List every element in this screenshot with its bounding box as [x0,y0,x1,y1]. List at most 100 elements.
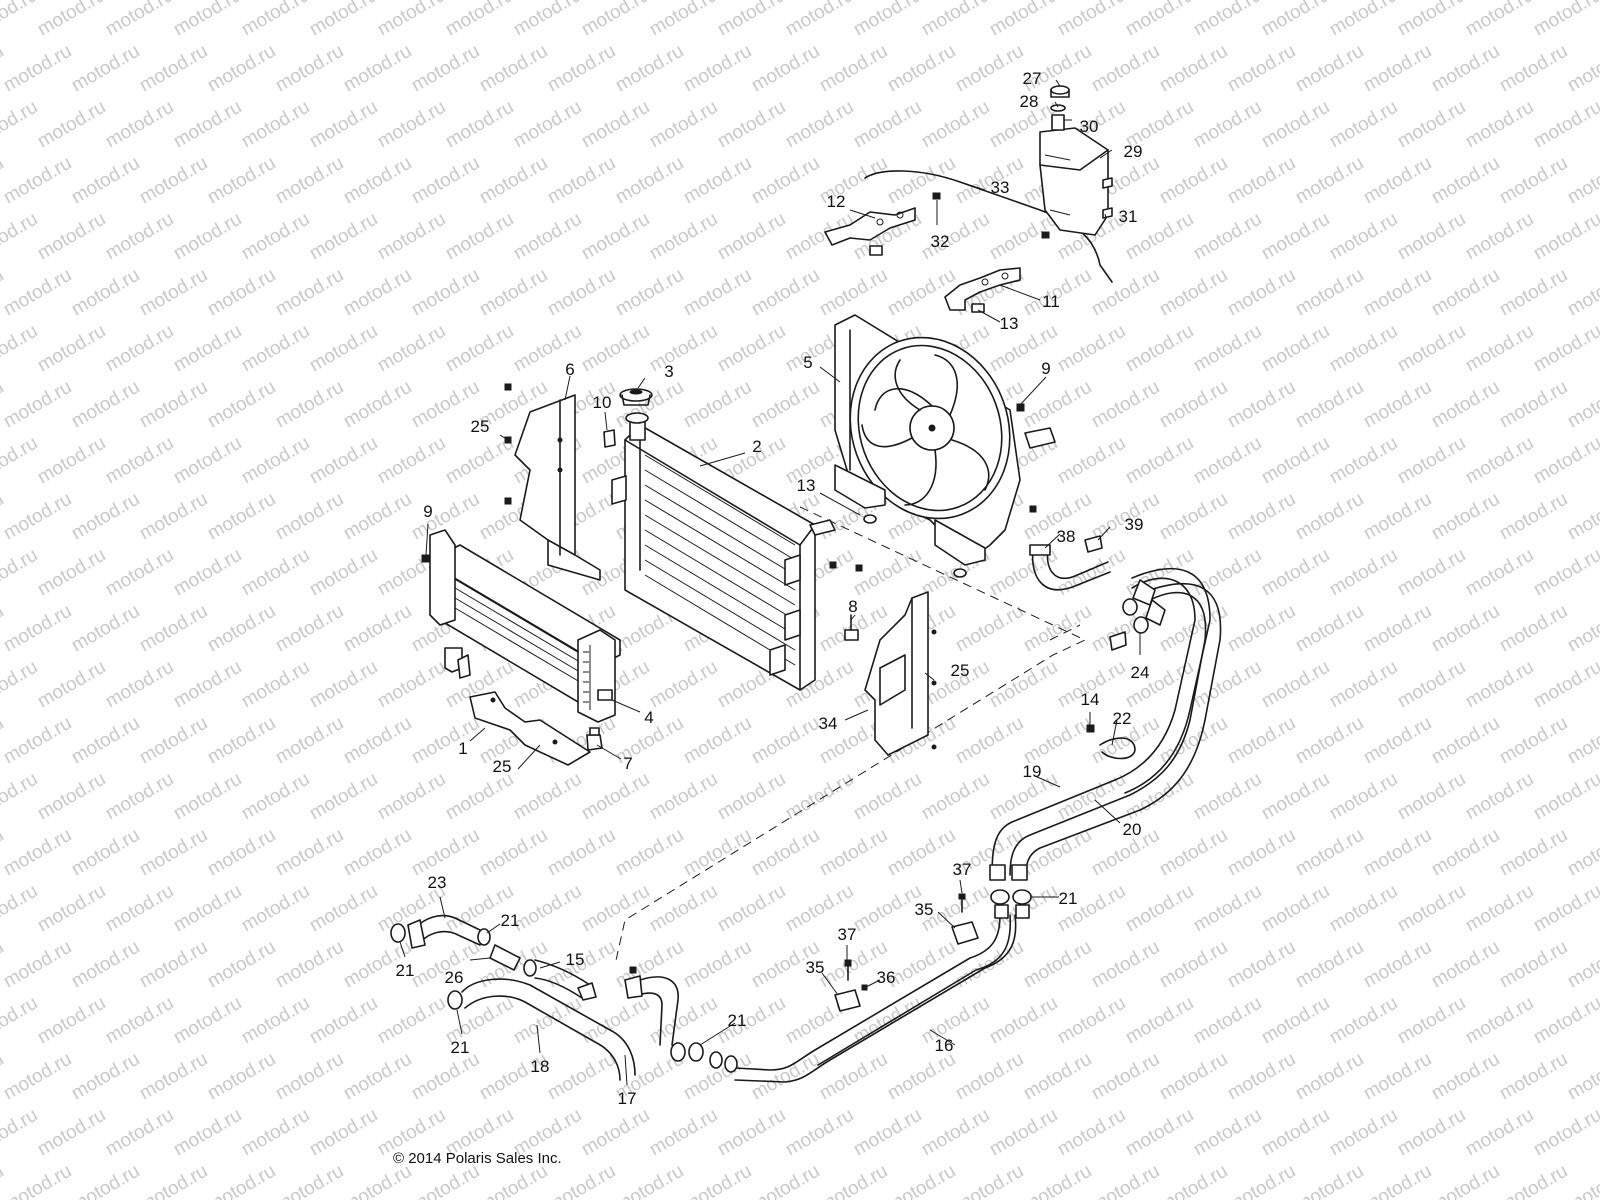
watermark-text: motod.ru [646,321,721,377]
callout-7: 7 [623,754,632,773]
coolant-reservoir [1039,127,1113,236]
callout-21-pipe: 21 [1059,889,1078,908]
watermark-text: motod.ru [0,153,75,209]
watermark-text: motod.ru [1428,489,1503,545]
watermark-text: motod.ru [476,41,551,97]
watermark-text: motod.ru [1360,489,1435,545]
grommets [829,505,1037,578]
watermark-text: motod.ru [986,0,1061,40]
watermark-text: motod.ru [1564,265,1600,321]
watermark-text: motod.ru [442,321,517,377]
watermark-text: motod.ru [170,321,245,377]
watermark-text: motod.ru [238,1105,313,1161]
watermark-text: motod.ru [136,713,211,769]
watermark-text: motod.ru [1530,433,1600,489]
watermark-text: motod.ru [1496,377,1571,433]
watermark-text: motod.ru [0,1161,75,1200]
watermark-text: motod.ru [1190,881,1265,937]
watermark-text: motod.ru [1360,825,1435,881]
watermark-text: motod.ru [1292,937,1367,993]
watermark-text: motod.ru [306,209,381,265]
watermark-text: motod.ru [1462,433,1537,489]
screw-32 [932,192,1050,239]
watermark-text: motod.ru [952,41,1027,97]
watermark-text: motod.ru [680,713,755,769]
callout-19: 19 [1023,762,1042,781]
watermark-text: motod.ru [68,1049,143,1105]
watermark-text: motod.ru [1122,881,1197,937]
watermark-text: motod.ru [1360,713,1435,769]
callout-30: 30 [1080,117,1099,136]
coolant-pipe-16 [734,904,1030,1083]
watermark-text: motod.ru [1258,993,1333,1049]
watermark-text: motod.ru [272,937,347,993]
watermark-text: motod.ru [102,545,177,601]
callout-31: 31 [1119,207,1138,226]
watermark-text: motod.ru [1088,41,1163,97]
watermark-text: motod.ru [102,321,177,377]
watermark-text: motod.ru [272,825,347,881]
callout-6: 6 [565,360,574,379]
callout-16: 16 [935,1036,954,1055]
watermark-text: motod.ru [1496,265,1571,321]
watermark-text: motod.ru [0,97,41,153]
watermark-text: motod.ru [850,769,925,825]
radiator-cap [619,388,653,406]
radiator [611,412,836,691]
watermark-text: motod.ru [374,321,449,377]
watermark-text: motod.ru [918,209,993,265]
callout-21-hose-23-right: 21 [501,911,520,930]
watermark-text: motod.ru [272,265,347,321]
watermark-text: motod.ru [306,881,381,937]
callout-18: 18 [531,1057,550,1076]
watermark-text: motod.ru [884,1049,959,1105]
watermark-text: motod.ru [714,97,789,153]
watermark-text: motod.ru [884,153,959,209]
watermark-text: motod.ru [714,321,789,377]
watermark-text: motod.ru [612,825,687,881]
watermark-text: motod.ru [34,321,109,377]
watermark-text: motod.ru [1224,713,1299,769]
watermark-text: motod.ru [238,657,313,713]
watermark-text: motod.ru [408,1049,483,1105]
callout-14: 14 [1081,690,1100,709]
watermark-text: motod.ru [578,209,653,265]
watermark-text: motod.ru [1530,545,1600,601]
watermark-text: motod.ru [1020,825,1095,881]
watermark-text: motod.ru [204,825,279,881]
bracket-12 [824,207,916,246]
callout-20: 20 [1123,820,1142,839]
reservoir-neck-30 [1051,114,1065,131]
callout-13-lower: 13 [797,476,816,495]
watermark-text: motod.ru [1054,993,1129,1049]
watermark-text: motod.ru [68,713,143,769]
watermark-text: motod.ru [646,993,721,1049]
watermark-text: motod.ru [170,769,245,825]
watermark-text: motod.ru [102,433,177,489]
callout-26: 26 [445,968,464,987]
watermark-text: motod.ru [952,1161,1027,1200]
watermark-text: motod.ru [408,41,483,97]
watermark-text: motod.ru [1428,41,1503,97]
screw-9-left [421,554,430,563]
watermark-text: motod.ru [102,881,177,937]
watermark-text: motod.ru [816,41,891,97]
watermark-text: motod.ru [1564,1161,1600,1200]
watermark-text: motod.ru [204,713,279,769]
screw-14 [1086,724,1095,733]
callout-25-upper: 25 [471,417,490,436]
hose-18 [461,978,636,1081]
watermark-text: motod.ru [408,825,483,881]
clip-36 [861,984,868,991]
watermark-text: motod.ru [1462,209,1537,265]
watermark-text: motod.ru [136,377,211,433]
watermark-text: motod.ru [238,97,313,153]
watermark-text: motod.ru [1224,489,1299,545]
watermark-text: motod.ru [340,41,415,97]
watermark-text: motod.ru [340,1049,415,1105]
watermark-text: motod.ru [1530,881,1600,937]
fitting-10 [603,429,616,448]
screws-37 [844,893,966,981]
watermark-text: motod.ru [1190,0,1265,40]
watermark-text: motod.ru [34,881,109,937]
